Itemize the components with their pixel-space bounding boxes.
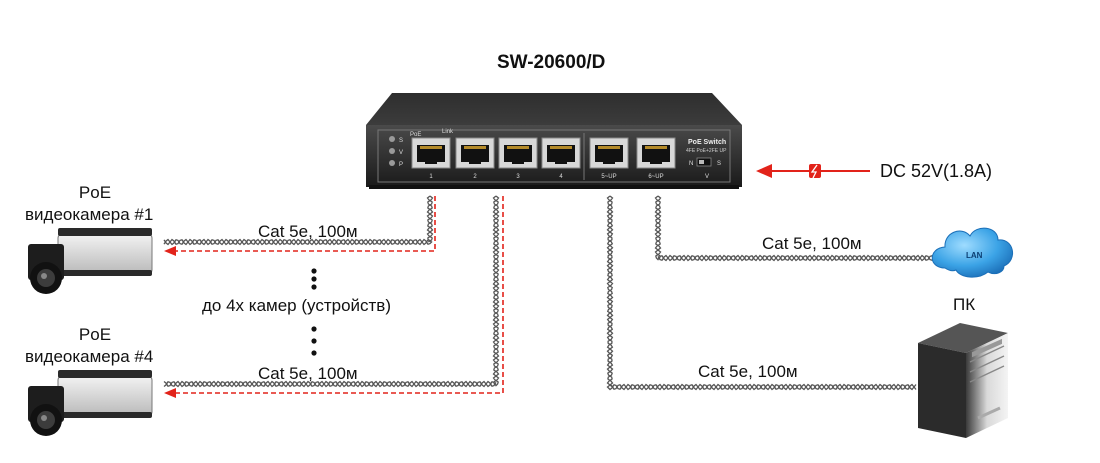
camera-4-label-line2: видеокамера #4 <box>25 347 154 366</box>
rj45-port-icon <box>541 137 581 169</box>
camera-1-label-line1: PoE <box>78 183 112 202</box>
twisted-pair-cable <box>606 195 917 391</box>
port-label: 5~UP <box>601 174 616 180</box>
pc-label: ПК <box>953 295 976 314</box>
twisted-pair-cable <box>606 195 917 391</box>
more-devices-dots <box>311 268 317 356</box>
rj45-port-icon <box>411 137 451 169</box>
twisted-pair-cable <box>163 195 500 388</box>
twisted-pair-cable <box>654 195 939 262</box>
poe-power-lines <box>164 196 504 398</box>
led-label: V <box>399 150 403 156</box>
power-label: DC 52V(1.8A) <box>880 161 993 181</box>
cable-label-lan: Cat 5e, 100м <box>762 234 862 253</box>
rj45-ports <box>411 133 676 180</box>
rj45-port-icon <box>455 137 495 169</box>
camera-1-label-line2: видеокамера #1 <box>25 205 154 224</box>
port-label: 6~UP <box>648 174 663 180</box>
dip-label: S <box>717 161 721 167</box>
dip-label: V <box>705 174 709 180</box>
panel-link-label: Link <box>442 129 454 135</box>
camera-1-icon <box>28 228 153 294</box>
port-label: 4 <box>559 174 563 180</box>
twisted-pair-cable <box>163 195 434 246</box>
switch-top-icon <box>366 93 742 125</box>
twisted-pair-cable <box>163 195 434 246</box>
poe-switch: S V P PoE Link PoE Switch 4FE PoE+2FE UP… <box>366 93 742 189</box>
camera-4-label-line1: PoE <box>78 325 112 344</box>
twisted-pair-cable <box>163 195 500 388</box>
cable-label-cam4: Cat 5e, 100м <box>258 364 358 383</box>
led-label: S <box>399 138 403 144</box>
port-label: 1 <box>429 174 433 180</box>
port-label: 2 <box>473 174 477 180</box>
rj45-port-icon <box>498 137 538 169</box>
cable-label-pc: Cat 5e, 100м <box>698 362 798 381</box>
port-labels: 1 2 3 4 5~UP 6~UP <box>429 174 663 180</box>
cables <box>163 195 939 391</box>
switch-sub-label: 4FE PoE+2FE UP <box>686 148 727 154</box>
power-input-arrow <box>756 164 870 179</box>
twisted-pair-cable <box>654 195 939 262</box>
status-leds: S V P <box>389 136 403 168</box>
cable-label-cam1: Cat 5e, 100м <box>258 222 358 241</box>
power-plug-icon <box>809 164 821 178</box>
camera-4-icon <box>28 370 153 436</box>
led-label: P <box>399 162 403 168</box>
port-label: 3 <box>516 174 520 180</box>
rj45-port-icon <box>589 137 629 169</box>
max-devices-note: до 4х камер (устройств) <box>202 296 392 315</box>
panel-poe-label: PoE <box>410 132 421 138</box>
pc-tower-icon <box>918 323 1008 438</box>
dip-label: N <box>689 161 693 167</box>
switch-brand-label: PoE Switch <box>688 139 726 146</box>
switch-model-title: SW-20600/D <box>497 52 606 73</box>
rj45-port-icon <box>636 137 676 169</box>
lan-cloud-label: LAN <box>966 251 983 260</box>
lan-cloud-icon: LAN <box>931 227 1013 278</box>
